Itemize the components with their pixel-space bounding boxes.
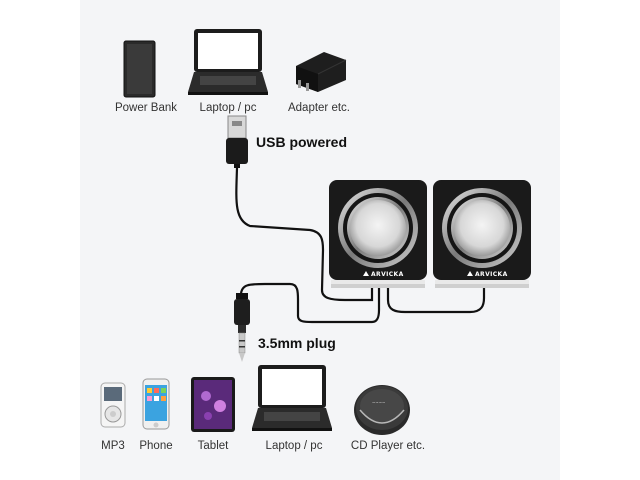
speaker-link-cable [386,288,486,314]
phone-label: Phone [139,440,173,452]
laptop-bottom-label: Laptop / pc [265,440,323,452]
cd-player-icon: ~~~~ [354,385,410,435]
tablet-label: Tablet [197,440,229,452]
mp3-player-icon [100,382,126,428]
power-bank-label: Power Bank [114,102,177,114]
laptop-top-label: Laptop / pc [199,102,257,114]
speakers: ARVICKA ARVICKA [329,180,531,288]
plug-label: 3.5mm plug [258,335,336,351]
usb-plug-icon [226,115,248,168]
laptop-icon [188,29,268,95]
brand-left: ARVICKA [371,271,404,278]
adapter-icon [296,52,347,92]
right-speaker [433,180,531,288]
adapter-label: Adapter etc. [287,102,350,114]
power-bank-icon [123,40,156,98]
audio-jack-icon [234,293,250,362]
left-speaker [329,180,427,288]
tablet-icon [191,377,235,432]
phone-icon [142,378,170,430]
brand-right: ARVICKA [475,271,508,278]
usb-powered-label: USB powered [256,134,348,150]
mp3-label: MP3 [101,440,125,452]
svg-text:~~~~: ~~~~ [372,400,385,405]
laptop-bottom-icon [252,365,332,431]
audio-cable [239,282,381,324]
usb-cable [235,167,374,302]
cd-player-label: CD Player etc. [350,440,426,452]
